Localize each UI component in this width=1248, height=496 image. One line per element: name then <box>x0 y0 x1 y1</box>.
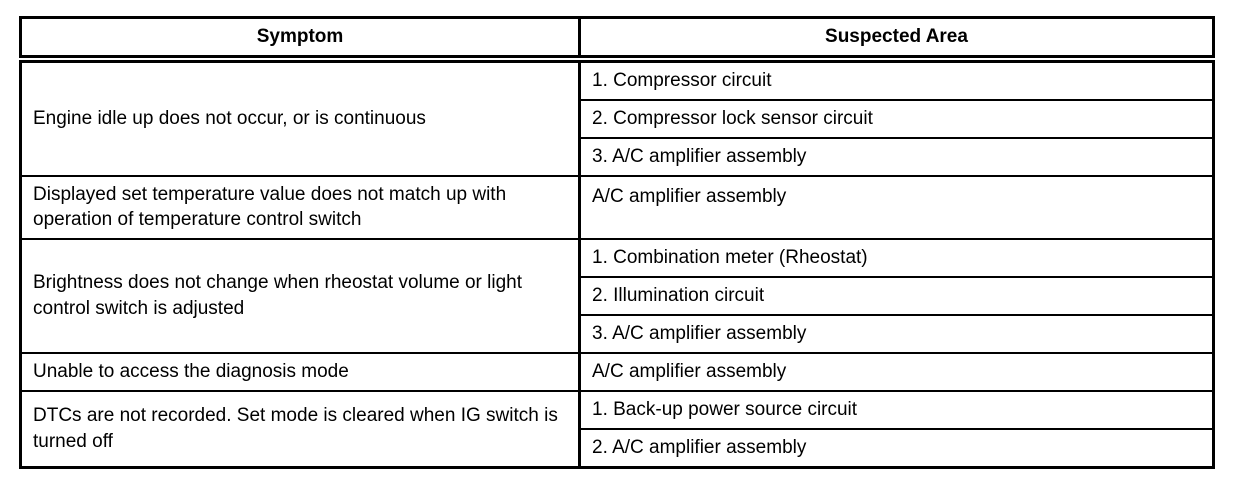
table-row: DTCs are not recorded. Set mode is clear… <box>19 389 1215 469</box>
table-row: 2. Illumination circuit <box>21 275 1215 316</box>
table-row: Unable to access the diagnosis mode A/C … <box>19 351 1215 392</box>
suspected-area-cell: 3. A/C amplifier assembly <box>578 313 1215 354</box>
suspected-area-cell: A/C amplifier assembly <box>578 351 1215 392</box>
column-header-symptom: Symptom <box>19 16 581 63</box>
suspected-area-cell: 2. Compressor lock sensor circuit <box>578 98 1215 139</box>
suspected-area-cell: 3. A/C amplifier assembly <box>578 136 1215 177</box>
symptom-cell-diagnosis-mode: Unable to access the diagnosis mode <box>19 351 581 392</box>
table-row: 3. A/C amplifier assembly <box>21 313 1215 354</box>
symptom-cell-brightness: Brightness does not change when rheostat… <box>19 237 581 354</box>
header-row: Symptom Suspected Area <box>19 16 1215 63</box>
suspected-area-cell: 2. A/C amplifier assembly <box>578 427 1215 469</box>
symptom-cell-dtc-not-recorded: DTCs are not recorded. Set mode is clear… <box>19 389 581 469</box>
table-row: 2. Compressor lock sensor circuit <box>21 98 1215 139</box>
symptom-cell-engine-idle: Engine idle up does not occur, or is con… <box>19 58 581 177</box>
table-row: Brightness does not change when rheostat… <box>19 237 1215 354</box>
suspected-area-cell: 2. Illumination circuit <box>578 275 1215 316</box>
suspected-area-cell: 1. Combination meter (Rheostat) <box>578 237 1215 278</box>
table-row: 2. A/C amplifier assembly <box>21 427 1215 469</box>
suspected-area-cell: 1. Back-up power source circuit <box>578 389 1215 430</box>
table-row: Engine idle up does not occur, or is con… <box>19 58 1215 177</box>
suspected-area-cell: A/C amplifier assembly <box>578 174 1215 240</box>
table-row: 3. A/C amplifier assembly <box>21 136 1215 177</box>
symptom-diagnosis-table: Symptom Suspected Area Engine idle up do… <box>19 16 1215 469</box>
table-row: Displayed set temperature value does not… <box>19 174 1215 240</box>
symptom-cell-set-temperature: Displayed set temperature value does not… <box>19 174 581 240</box>
column-header-suspected-area: Suspected Area <box>578 16 1215 63</box>
suspected-area-cell: 1. Compressor circuit <box>578 58 1215 101</box>
